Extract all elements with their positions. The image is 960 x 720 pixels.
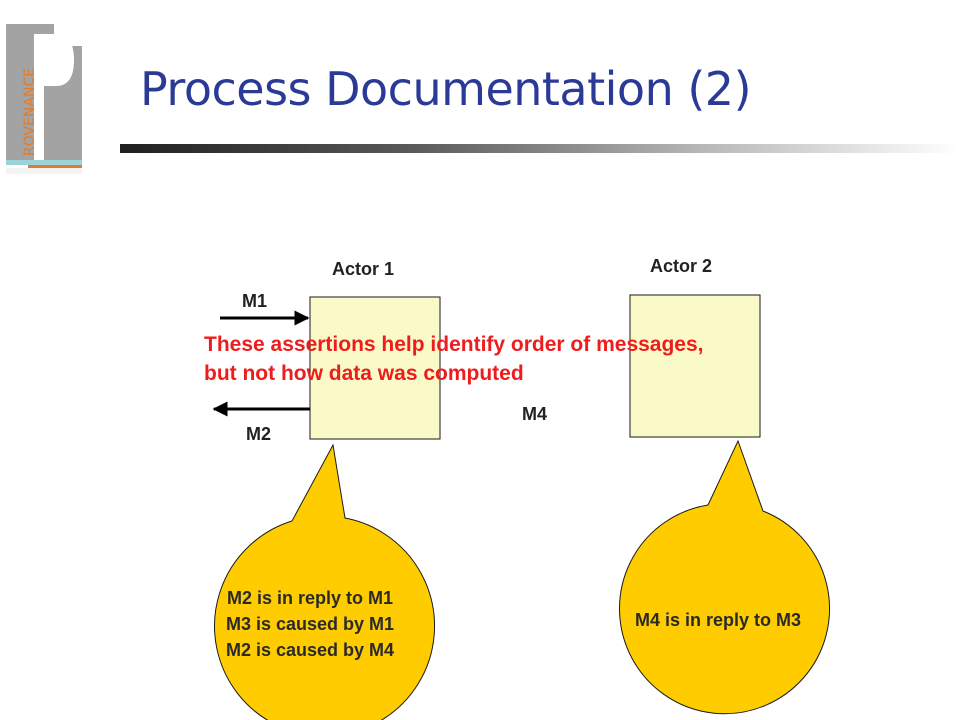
m1-label: M1 — [242, 291, 268, 311]
m4-label: M4 — [522, 404, 548, 424]
assertions-note: These assertions help identify order of … — [204, 330, 704, 388]
actor2-label: Actor 2 — [650, 256, 713, 276]
bubble1 — [214, 443, 435, 720]
bubble1-line: M3 is caused by M1 — [225, 614, 395, 634]
bubble1-line: M2 is caused by M4 — [225, 640, 395, 660]
actor1-label: Actor 1 — [332, 259, 395, 279]
note-line-2: but not how data was computed — [204, 362, 524, 385]
logo-letter-p-stem — [34, 34, 44, 162]
m2-label: M2 — [246, 424, 272, 444]
actor2-box — [629, 294, 761, 438]
actor1-box — [309, 296, 441, 440]
bubble1-line: M2 is in reply to M1 — [226, 588, 394, 608]
note-line-1: These assertions help identify order of … — [204, 333, 704, 356]
logo-letter-p-bowl — [44, 34, 74, 86]
bubble2 — [619, 439, 830, 715]
bubble1-text: M2 is in reply to M1 M3 is caused by M1 … — [180, 585, 440, 663]
logo-stripe-orange — [28, 165, 82, 168]
logo-stripe-white — [6, 168, 82, 174]
page-title: Process Documentation (2) — [140, 62, 752, 116]
bubble2-text: M4 is in reply to M3 — [588, 607, 848, 633]
bubble2-line: M4 is in reply to M3 — [634, 610, 802, 630]
logo-text: ROVENANCE — [22, 68, 38, 156]
logo-stripe-teal — [6, 160, 82, 165]
provenance-logo: ROVENANCE — [6, 24, 82, 174]
title-underline — [120, 144, 960, 153]
